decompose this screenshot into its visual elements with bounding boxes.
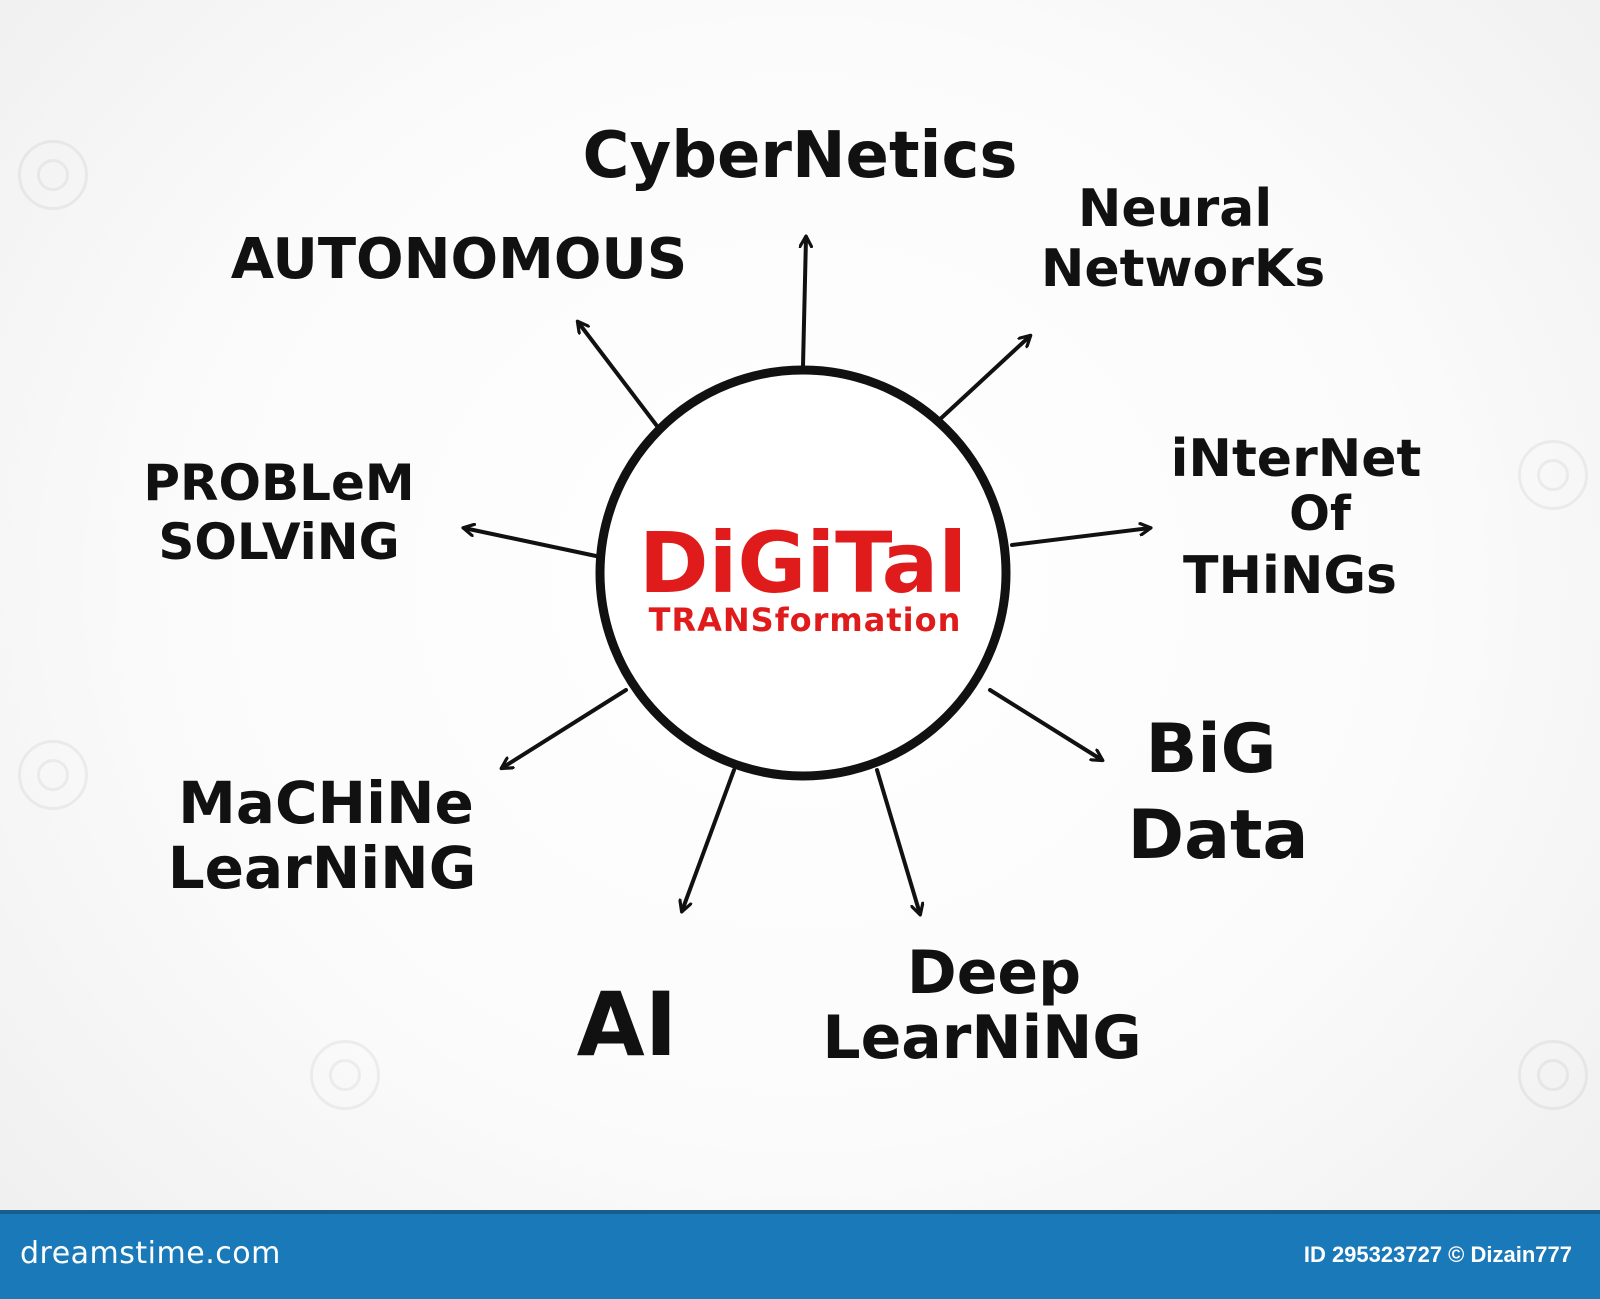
branch-deep-learning: Deep LearNiNG xyxy=(822,938,1141,1073)
branch-label-line: NetworKs xyxy=(1041,239,1325,299)
arrow-to-internet-of-things xyxy=(1010,528,1150,547)
branch-label-line: Deep xyxy=(907,938,1081,1008)
watermark-icon xyxy=(18,140,88,210)
branch-big-data: BiG Data xyxy=(1128,710,1309,875)
branch-label-line: AUTONOMOUS xyxy=(231,227,688,292)
branch-ai: AI xyxy=(577,973,678,1076)
arrow-to-ai xyxy=(682,768,736,911)
branch-cybernetics: CyberNetics xyxy=(583,119,1018,193)
arrow-to-problem-solving xyxy=(464,528,598,558)
arrow-to-deep-learning xyxy=(875,768,920,914)
branch-autonomous: AUTONOMOUS xyxy=(231,227,688,292)
watermark-icon xyxy=(1518,440,1588,510)
arrow-to-autonomous xyxy=(578,322,659,428)
branch-label-line: BiG xyxy=(1146,710,1277,789)
center-subtitle: TRANSformation xyxy=(649,601,962,639)
arrow-to-cybernetics xyxy=(803,237,806,368)
branch-label-line: Neural xyxy=(1078,179,1272,239)
branch-label-line: CyberNetics xyxy=(583,119,1018,193)
watermark-icon xyxy=(18,740,88,810)
watermark-icon xyxy=(1518,1040,1588,1110)
branch-label-line: Data xyxy=(1128,796,1309,875)
watermark-icon xyxy=(310,1040,380,1110)
branch-label-line: THiNGs xyxy=(1183,546,1397,606)
branch-machine-learning: MaCHiNe LearNiNG xyxy=(168,769,477,902)
branch-label-line: LearNiNG xyxy=(168,834,477,902)
footer-bar: dreamstime.com ID 295323727 © Dizain777 xyxy=(0,1210,1600,1299)
branch-label-line: Of xyxy=(1289,486,1352,542)
branch-label-line: AI xyxy=(577,973,678,1076)
branch-label-line: SOLViNG xyxy=(158,513,399,571)
arrow-to-big-data xyxy=(988,688,1102,760)
branch-label-line: PROBLeM xyxy=(143,454,414,512)
mind-map-diagram: DiGiTal TRANSformation CyberNetics Neura… xyxy=(143,119,1422,1076)
branch-label-line: LearNiNG xyxy=(822,1003,1141,1073)
center-title: DiGiTal xyxy=(639,514,967,612)
arrows-group xyxy=(464,237,1150,914)
branch-label-line: MaCHiNe xyxy=(178,769,474,837)
arrow-to-machine-learning xyxy=(502,688,628,768)
branch-label-line: iNterNet xyxy=(1171,429,1422,489)
footer-logo[interactable]: dreamstime.com xyxy=(20,1236,281,1271)
diagram-stage: DiGiTal TRANSformation CyberNetics Neura… xyxy=(18,119,1588,1110)
footer-image-id: ID 295323727 © Dizain777 xyxy=(1303,1242,1572,1267)
branch-neural-networks: Neural NetworKs xyxy=(1041,179,1325,299)
branch-internet-of-things: iNterNet Of THiNGs xyxy=(1171,429,1422,606)
branch-problem-solving: PROBLeM SOLViNG xyxy=(143,454,414,571)
arrow-to-neural-networks xyxy=(935,336,1030,424)
center-circle xyxy=(595,365,1011,781)
